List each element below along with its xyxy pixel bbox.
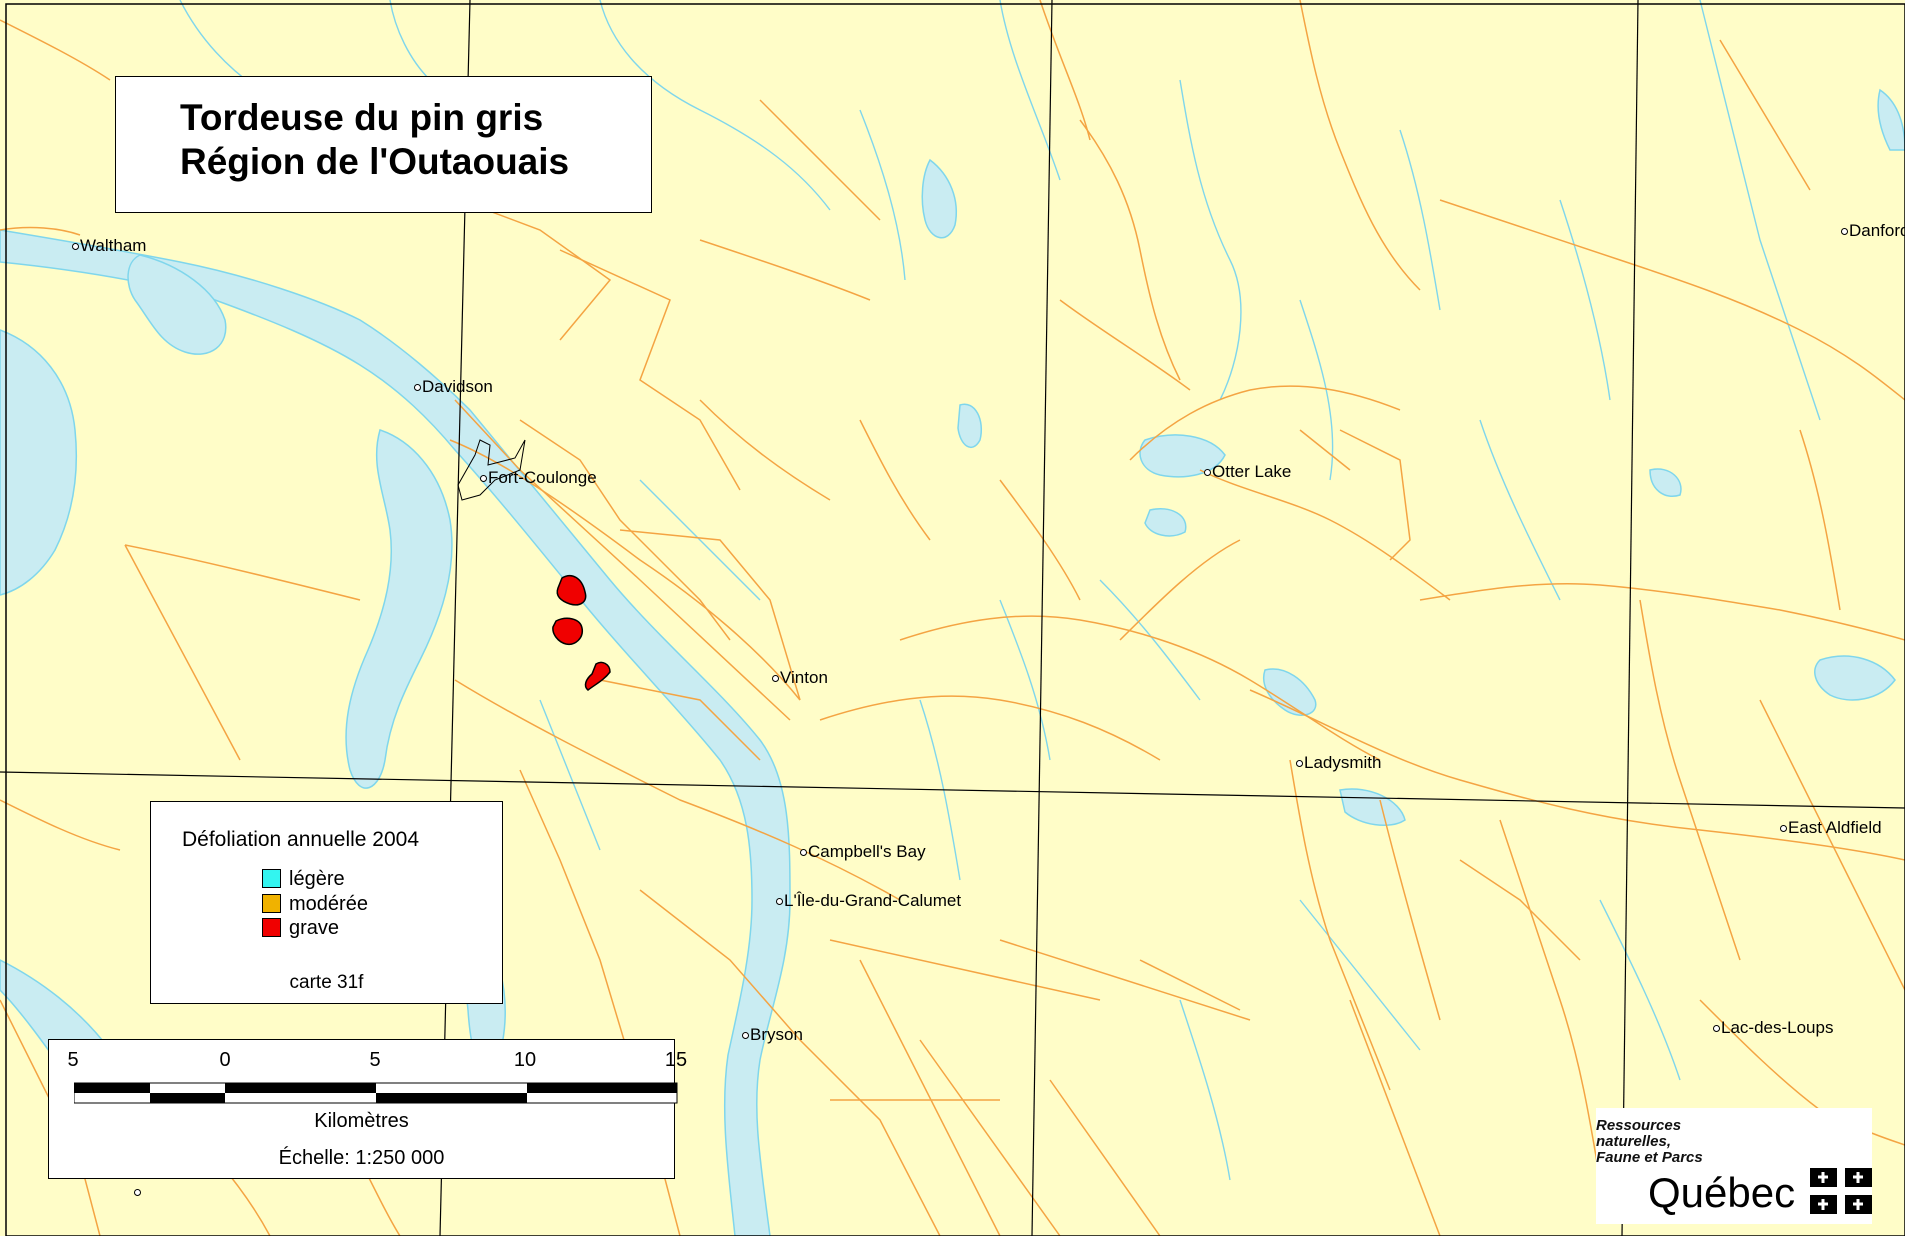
ministry-logo: Ressources naturelles, Faune et Parcs Qu… (1596, 1108, 1872, 1224)
legend-item-moderee: modérée (262, 893, 368, 916)
place-danford: Danford (1841, 222, 1905, 239)
place-lac-des-loups: Lac-des-Loups (1713, 1019, 1833, 1036)
legend-label: modérée (289, 893, 368, 915)
scale-bar-graphic (74, 1082, 678, 1104)
legend-sheet-number: carte 31f (289, 972, 364, 993)
defoliation-patches (552, 574, 611, 691)
logo-text-line2: naturelles, (1596, 1133, 1672, 1150)
logo-text-line1: Ressources (1596, 1117, 1682, 1134)
scale-unit-label: Kilomètres (314, 1110, 409, 1132)
scale-ratio-label: Échelle: 1:250 000 (278, 1147, 445, 1169)
settlement-dot-icon (134, 1189, 141, 1197)
legend-item-grave: grave (262, 917, 339, 940)
map-title-box: Tordeuse du pin gris Région de l'Outaoua… (115, 76, 652, 213)
settlement-dot-icon (1841, 228, 1848, 236)
settlement-dot-icon (72, 243, 79, 251)
scale-tick-label: 0 (219, 1049, 231, 1071)
place-bryson: Bryson (742, 1026, 803, 1043)
legend-swatch-moderee (262, 894, 281, 913)
place-east-aldfield: East Aldfield (1780, 819, 1882, 836)
logo-quebec-wordmark: Québec (1648, 1169, 1796, 1216)
place-ile-du-grand-calumet: L'Île-du-Grand-Calumet (776, 892, 961, 909)
settlement-dot-icon (1296, 760, 1303, 768)
logo-text-line3: Faune et Parcs (1596, 1149, 1703, 1166)
legend-item-legere: légère (262, 868, 345, 891)
legend-box: Défoliation annuelle 2004 légère modérée… (150, 801, 503, 1004)
scale-bar-box: 5 0 5 10 15 Kilomètres Échelle: 1:250 00… (48, 1039, 687, 1179)
map-frame (5, 3, 1905, 1236)
settlement-dot-icon (1713, 1025, 1720, 1033)
scale-tick-label: 15 (664, 1049, 688, 1071)
map-title-line1: Tordeuse du pin gris (180, 97, 544, 138)
legend-swatch-legere (262, 869, 281, 888)
place-campbells-bay: Campbell's Bay (800, 843, 926, 860)
settlement-dot-icon (480, 475, 487, 483)
settlement-dot-icon (742, 1032, 749, 1040)
scale-tick-label: 5 (67, 1049, 79, 1071)
place-fort-coulonge: Fort-Coulonge (480, 469, 597, 486)
scale-tick-label: 5 (369, 1049, 381, 1071)
place-ladysmith: Ladysmith (1296, 754, 1381, 771)
settlement-dot-icon (1204, 469, 1211, 477)
place-vinton: Vinton (772, 669, 828, 686)
legend-label: légère (289, 868, 345, 890)
legend-swatch-grave (262, 918, 281, 937)
municipal-boundary (457, 439, 526, 501)
place-otter-lake: Otter Lake (1204, 463, 1291, 480)
settlement-dot-icon (1780, 825, 1787, 833)
scale-tick-label: 10 (513, 1049, 537, 1071)
settlement-dot-icon (772, 675, 779, 683)
settlement-dot-icon (414, 384, 421, 392)
quebec-flag-icon (1810, 1168, 1872, 1214)
legend-title: Défoliation annuelle 2004 (182, 828, 420, 851)
settlement-dot-icon (800, 849, 807, 857)
legend-label: grave (289, 917, 340, 939)
place-davidson: Davidson (414, 378, 493, 395)
place-waltham: Waltham (72, 237, 146, 254)
map-title-line2: Région de l'Outaouais (180, 141, 570, 182)
settlement-dot-unlabeled (134, 1183, 142, 1200)
settlement-dot-icon (776, 898, 783, 906)
